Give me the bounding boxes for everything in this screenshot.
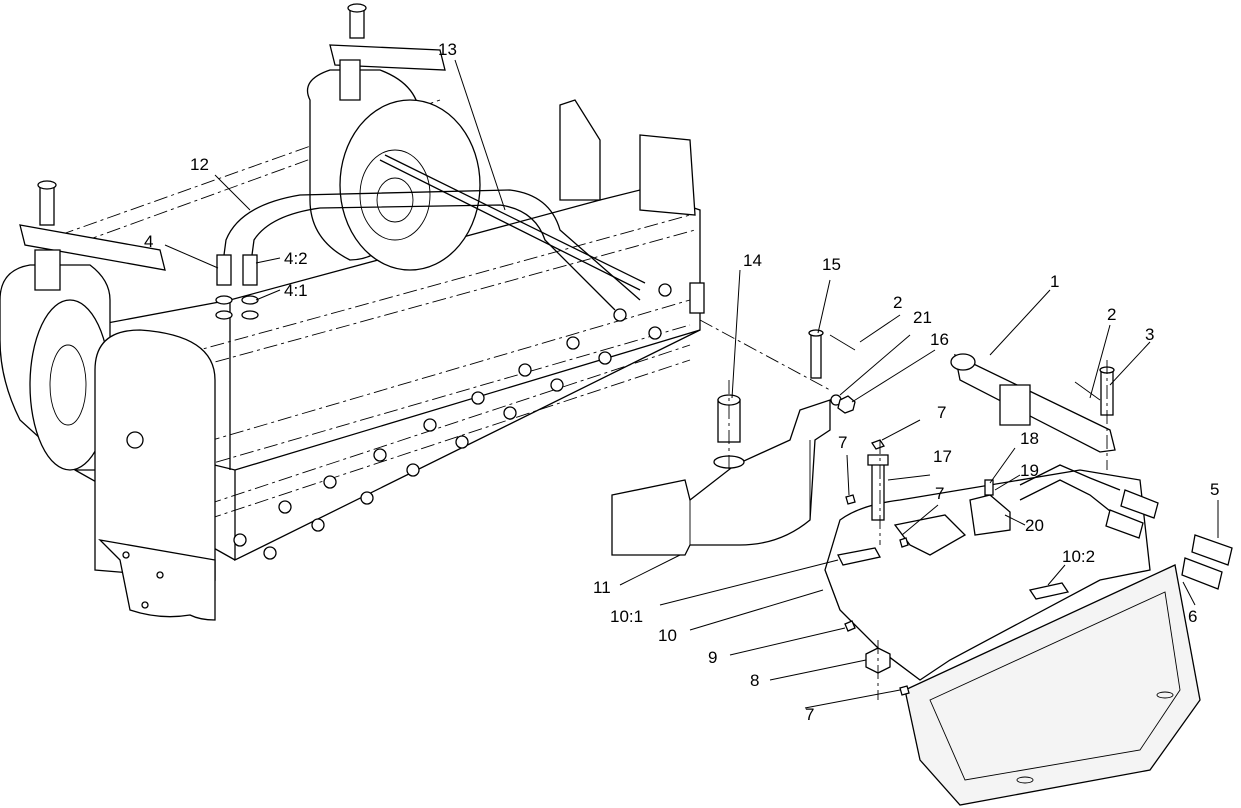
callout-21: 21: [913, 308, 932, 327]
callout-14: 14: [743, 251, 762, 270]
broom-bristle-row-upper: [233, 283, 672, 547]
callout-4: 4: [144, 232, 153, 251]
callout-12: 12: [190, 155, 209, 174]
callout-labels: 1 2 2 3 4 4:2 4:1 5 6 7 7 7 7 8 9 10 10:…: [144, 40, 1219, 724]
broom-head-assembly: [0, 3, 705, 621]
hydraulic-hose-assembly: [215, 189, 641, 320]
callout-19: 19: [1020, 461, 1039, 480]
callout-4-2: 4:2: [284, 249, 308, 268]
callout-10-1: 10:1: [610, 607, 643, 626]
callout-7-b: 7: [838, 433, 847, 452]
mounting-bracket-parts: [611, 329, 1233, 806]
callout-15: 15: [822, 255, 841, 274]
callout-18: 18: [1020, 429, 1039, 448]
callout-8: 8: [750, 671, 759, 690]
callout-16: 16: [930, 330, 949, 349]
callout-17: 17: [933, 447, 952, 466]
callout-4-1: 4:1: [284, 281, 308, 300]
callout-7-c: 7: [935, 484, 944, 503]
callout-13: 13: [438, 40, 457, 59]
callout-3: 3: [1145, 325, 1154, 344]
callout-1: 1: [1050, 272, 1059, 291]
broom-bristle-row-lower: [263, 326, 662, 560]
callout-7-a: 7: [937, 403, 946, 422]
callout-10: 10: [658, 626, 677, 645]
callout-2-a: 2: [893, 293, 902, 312]
callout-5: 5: [1210, 480, 1219, 499]
callout-20: 20: [1025, 516, 1044, 535]
callout-leaders: [164, 59, 1219, 709]
callout-7-d: 7: [805, 705, 814, 724]
callout-9: 9: [708, 648, 717, 667]
callout-2-b: 2: [1107, 305, 1116, 324]
callout-10-2: 10:2: [1062, 547, 1095, 566]
callout-11: 11: [593, 578, 611, 597]
callout-6: 6: [1188, 607, 1197, 626]
